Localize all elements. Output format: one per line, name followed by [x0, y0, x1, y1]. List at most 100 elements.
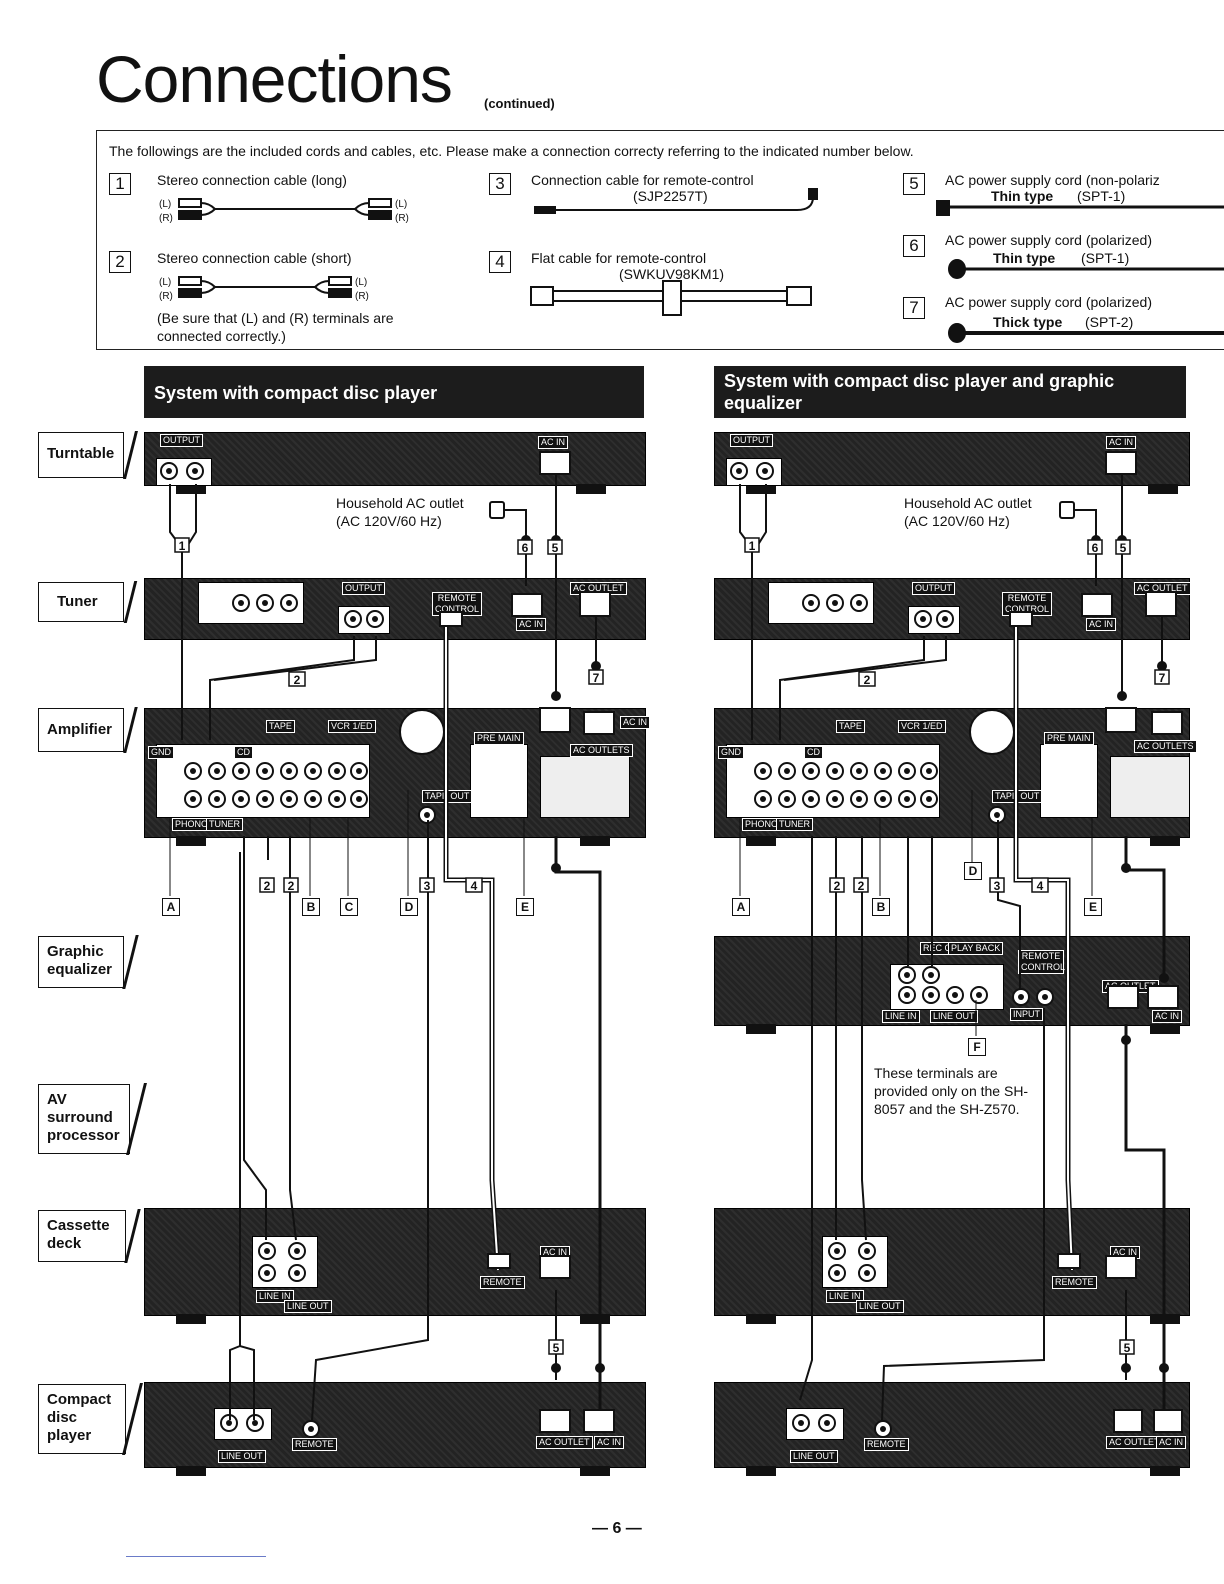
jack[interactable]: [256, 790, 274, 808]
jack[interactable]: [328, 790, 346, 808]
right-equalizer-foot-1: [746, 1024, 776, 1034]
jack[interactable]: [258, 1264, 276, 1282]
label-cassette-deck: Cassette deck: [38, 1210, 126, 1262]
jack[interactable]: [898, 966, 916, 984]
jack[interactable]: [970, 986, 988, 1004]
right-amplifier-foot-2: [1150, 836, 1180, 846]
jack[interactable]: [792, 1414, 810, 1432]
jack[interactable]: [850, 762, 868, 780]
left-cd-acoutlet-label: AC OUTLET: [536, 1436, 593, 1449]
jack[interactable]: [858, 1264, 876, 1282]
jack[interactable]: [778, 762, 796, 780]
jack[interactable]: [936, 610, 954, 628]
cable-sub-7: (SPT-2): [1085, 314, 1134, 330]
jack[interactable]: [184, 762, 202, 780]
jack[interactable]: [828, 1242, 846, 1260]
jack[interactable]: [1036, 988, 1054, 1006]
jack[interactable]: [826, 594, 844, 612]
jack[interactable]: [858, 1242, 876, 1260]
jack[interactable]: [280, 790, 298, 808]
jack[interactable]: [850, 790, 868, 808]
jack[interactable]: [288, 1264, 306, 1282]
cable-label-5: AC power supply cord (non-polariz: [945, 172, 1160, 188]
jack[interactable]: [280, 762, 298, 780]
jack[interactable]: [256, 594, 274, 612]
left-cd-foot-1: [176, 1466, 206, 1476]
tag-f-right: F: [968, 1038, 986, 1056]
jack[interactable]: [232, 594, 250, 612]
jack[interactable]: [778, 790, 796, 808]
jack[interactable]: [898, 790, 916, 808]
jack[interactable]: [920, 762, 938, 780]
jack[interactable]: [850, 594, 868, 612]
jack[interactable]: [350, 790, 368, 808]
jack[interactable]: [754, 762, 772, 780]
left-cd-acin-label: AC IN: [594, 1436, 625, 1449]
cable-number-4: 4: [489, 251, 511, 273]
jack[interactable]: [874, 1420, 892, 1438]
jack[interactable]: [304, 790, 322, 808]
wire-num-2: 2: [294, 673, 301, 687]
cable-number-6: 6: [903, 235, 925, 257]
jack[interactable]: [256, 762, 274, 780]
jack[interactable]: [898, 762, 916, 780]
right-amplifier-foot-1: [746, 836, 776, 846]
jack[interactable]: [232, 790, 250, 808]
jack[interactable]: [874, 762, 892, 780]
cable-number-7: 7: [903, 297, 925, 319]
page-number: — 6 —: [592, 1520, 642, 1537]
system-header-right-line2: equalizer: [724, 393, 803, 413]
lr-right-2: (R): [395, 213, 409, 224]
jack[interactable]: [366, 610, 384, 628]
jack[interactable]: [826, 762, 844, 780]
jack[interactable]: [184, 790, 202, 808]
jack[interactable]: [946, 986, 964, 1004]
jack[interactable]: [922, 986, 940, 1004]
jack[interactable]: [920, 790, 938, 808]
jack[interactable]: [302, 1420, 320, 1438]
jack[interactable]: [802, 594, 820, 612]
jack[interactable]: [802, 790, 820, 808]
jack[interactable]: [826, 790, 844, 808]
right-amp-tape-label: TAPE: [836, 720, 865, 733]
lr-right-4: (R): [355, 291, 369, 302]
jack[interactable]: [730, 462, 748, 480]
jack[interactable]: [344, 610, 362, 628]
tag-b-left: B: [302, 898, 320, 916]
left-outlet-line1: Household AC outlet: [336, 495, 464, 511]
jack[interactable]: [802, 762, 820, 780]
jack[interactable]: [232, 762, 250, 780]
wire-num-4: 4: [471, 879, 478, 893]
left-cd-remote-label: REMOTE: [292, 1438, 337, 1451]
jack[interactable]: [828, 1264, 846, 1282]
jack[interactable]: [898, 986, 916, 1004]
left-turntable-foot-1: [176, 484, 206, 494]
jack[interactable]: [186, 462, 204, 480]
jack[interactable]: [280, 594, 298, 612]
jack[interactable]: [350, 762, 368, 780]
left-amp-acin-label: AC IN: [620, 716, 651, 729]
jack[interactable]: [288, 1242, 306, 1260]
jack[interactable]: [756, 462, 774, 480]
system-header-left: System with compact disc player: [144, 366, 644, 418]
right-cassette-foot-1: [746, 1314, 776, 1324]
jack[interactable]: [304, 762, 322, 780]
jack[interactable]: [208, 790, 226, 808]
left-turntable-output-label: OUTPUT: [160, 434, 203, 447]
jack[interactable]: [328, 762, 346, 780]
jack[interactable]: [874, 790, 892, 808]
left-tuner-output-label: OUTPUT: [342, 582, 385, 595]
wire-num-7r: 7: [1159, 671, 1166, 685]
jack[interactable]: [922, 966, 940, 984]
jack[interactable]: [220, 1414, 238, 1432]
label-av-line1: AV: [47, 1091, 67, 1108]
jack[interactable]: [754, 790, 772, 808]
jack[interactable]: [208, 762, 226, 780]
right-outlet-line1: Household AC outlet: [904, 495, 1032, 511]
terminal-availability-note: These terminals are provided only on the…: [874, 1065, 1029, 1117]
right-cassette-linein-label: LINE IN: [826, 1290, 864, 1303]
jack[interactable]: [258, 1242, 276, 1260]
jack[interactable]: [818, 1414, 836, 1432]
jack[interactable]: [160, 462, 178, 480]
jack[interactable]: [914, 610, 932, 628]
